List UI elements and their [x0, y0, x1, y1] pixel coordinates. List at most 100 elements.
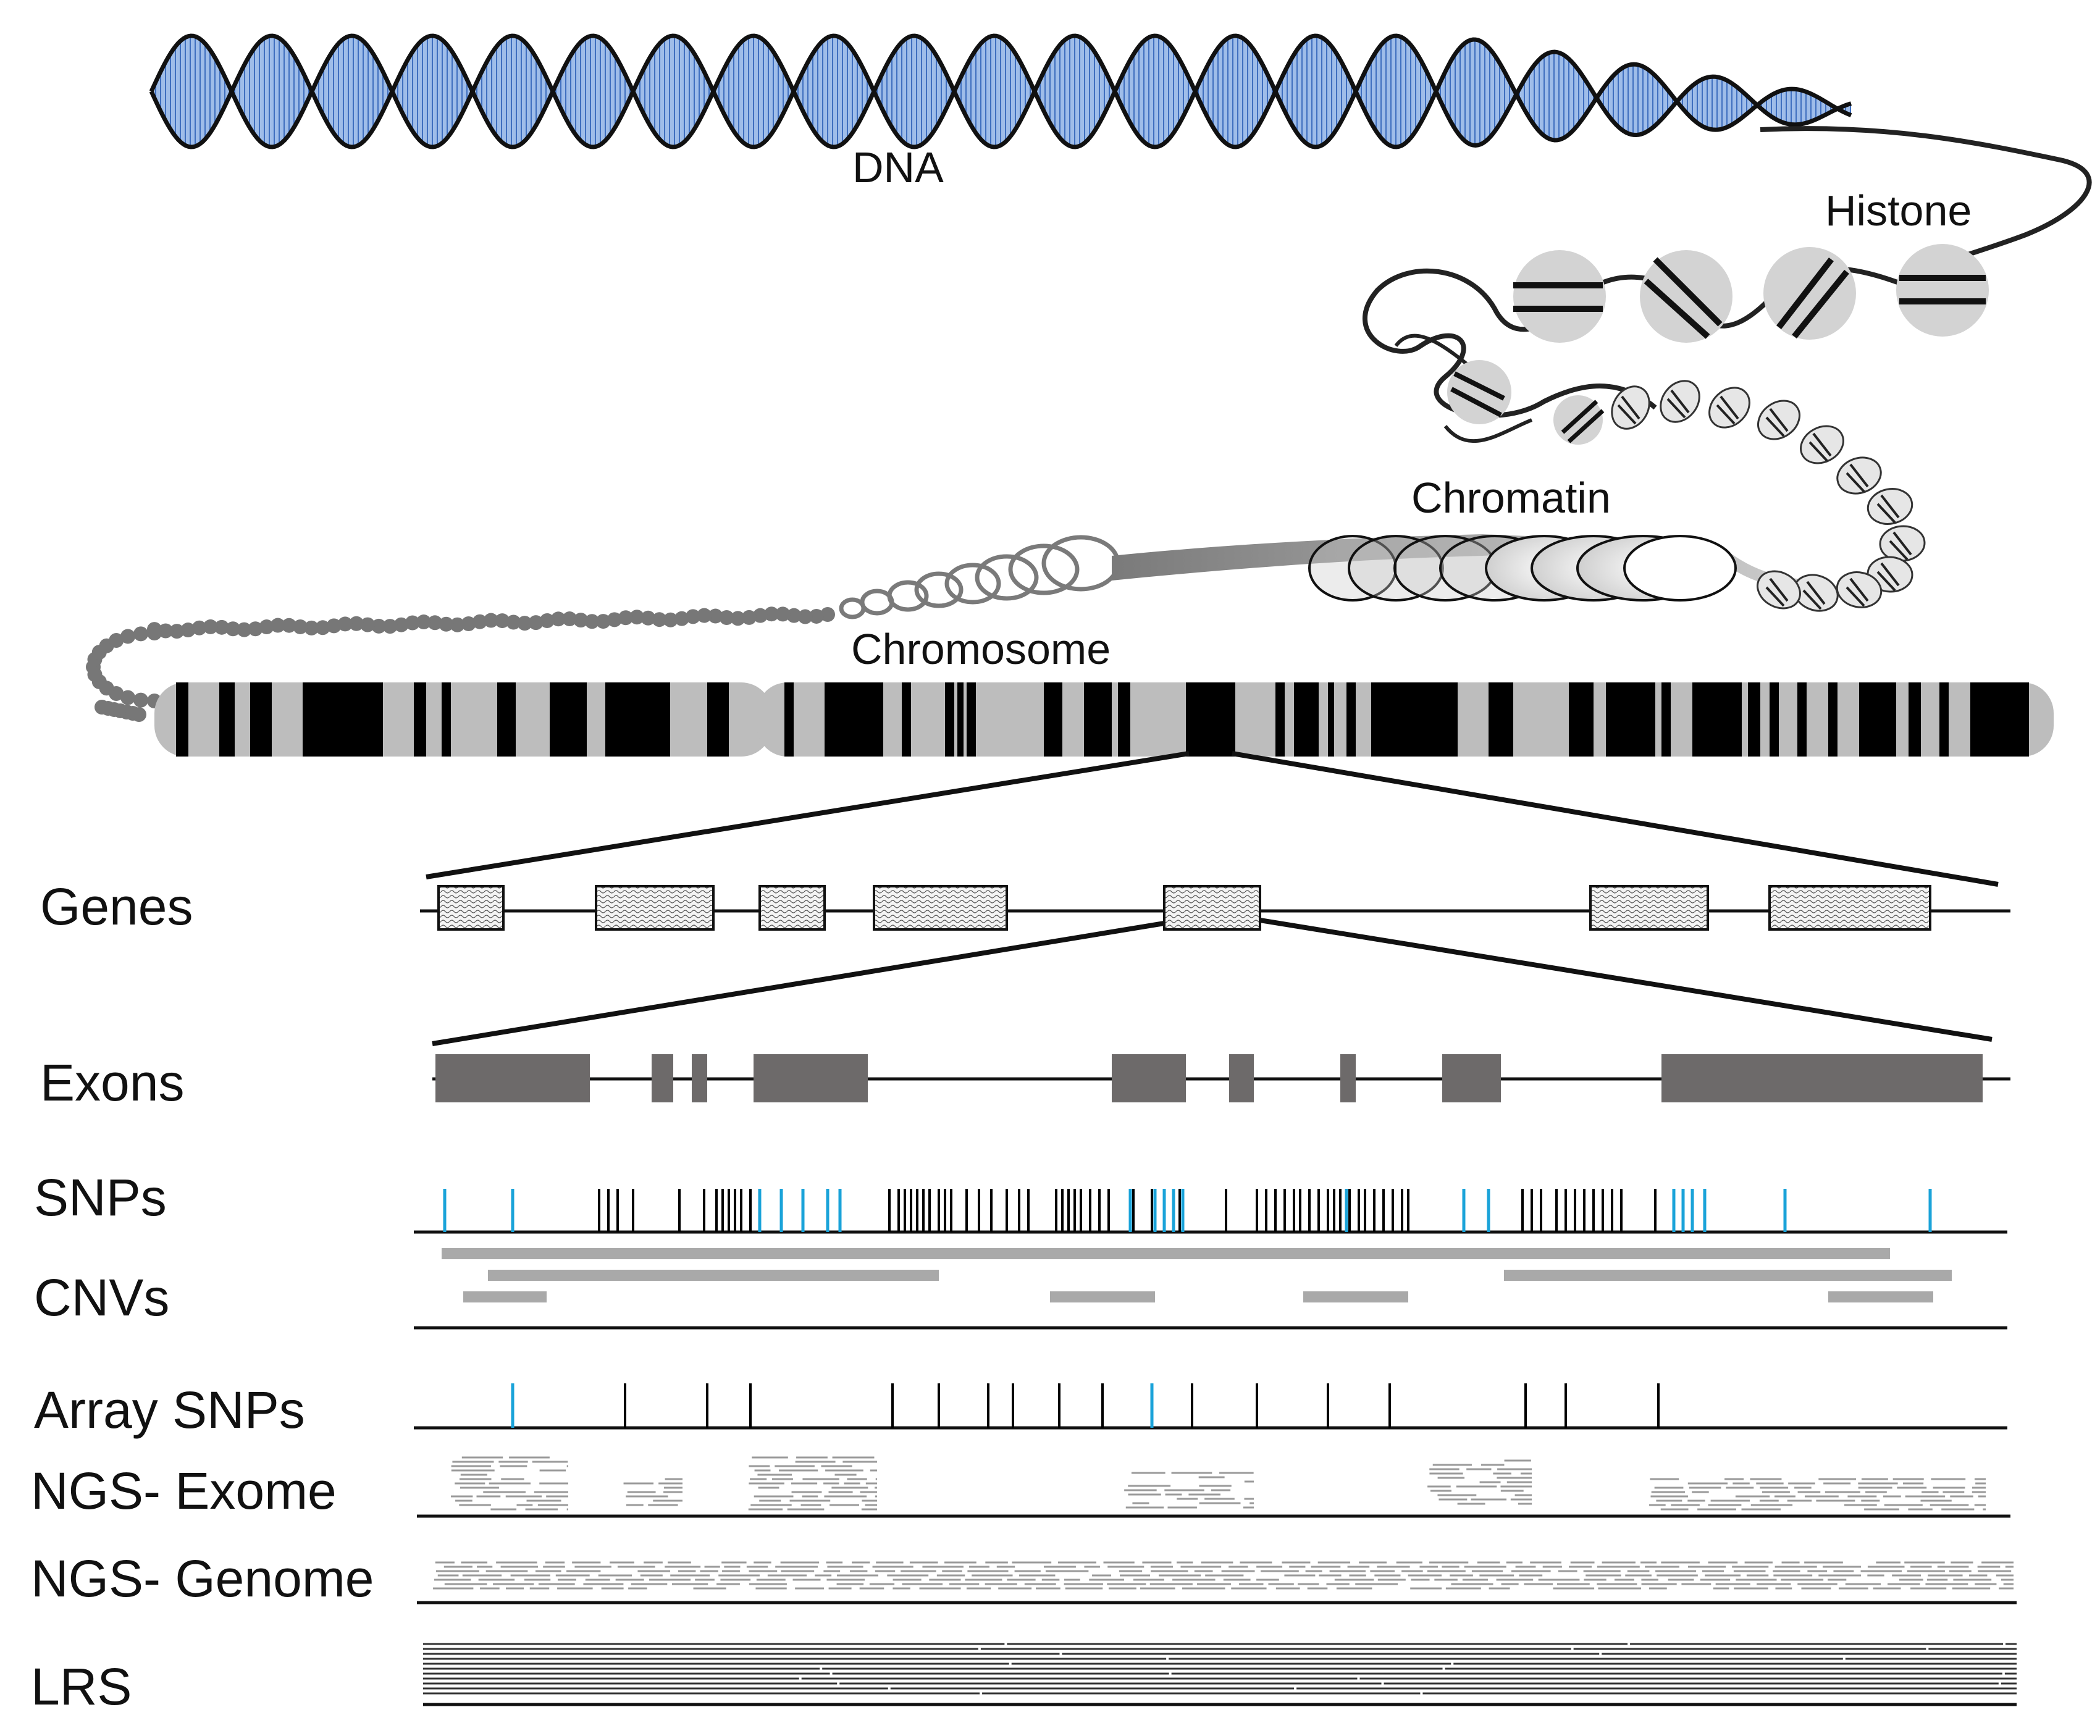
- chromosome-band: [1044, 682, 1062, 757]
- chromatin-coil-stripe: [1670, 389, 1690, 414]
- chromosome-band: [374, 682, 383, 757]
- gene-box: [437, 885, 505, 931]
- chromatin-bead: [741, 610, 757, 625]
- cnv-segment: [463, 1291, 547, 1302]
- cnv-segment: [1303, 1291, 1408, 1302]
- chromatin-bead: [158, 623, 174, 639]
- chromatin-coil-stripe: [1892, 531, 1912, 556]
- condense-loop: [944, 563, 1001, 605]
- chromatin-coil-stripe: [1769, 408, 1789, 432]
- cnv-segment: [442, 1248, 1890, 1259]
- chromatin-bead: [686, 609, 700, 624]
- cnvs-track: [414, 1248, 2007, 1330]
- gene-box: [758, 885, 826, 931]
- chromatin-loop: [1623, 535, 1737, 602]
- chromatin-bead: [237, 622, 252, 637]
- chromosome-band: [550, 682, 587, 757]
- chromosome-band: [1692, 682, 1742, 757]
- chromatin-bead: [180, 623, 196, 638]
- chromatin-coil-stripe: [1889, 540, 1909, 561]
- chromatin-coil-stripe: [1802, 589, 1822, 610]
- zoom-line-exon-left: [432, 921, 1165, 1046]
- cnvs-label: CNVs: [34, 1268, 169, 1327]
- chromatin-bead: [663, 612, 678, 627]
- ngs-exome-track: [417, 1456, 2010, 1518]
- condense-loop: [1041, 535, 1120, 592]
- genes-label: Genes: [40, 878, 193, 936]
- chromatin-coil-stripe: [1849, 463, 1869, 488]
- chromatin-bead: [214, 619, 229, 635]
- exon-block: [1442, 1054, 1501, 1102]
- zoom-line-left: [426, 751, 1190, 879]
- chromatin-bead: [382, 619, 398, 634]
- chromatin-coil-stripe: [1880, 562, 1900, 587]
- chromatin-bead: [618, 610, 633, 626]
- chromatin-bead: [133, 692, 148, 708]
- chromatin-bead: [293, 619, 308, 634]
- chromatin-bead: [584, 614, 600, 629]
- chromatin-bead: [270, 618, 285, 633]
- chromatin-bead: [719, 610, 734, 625]
- exon-block: [1340, 1054, 1356, 1102]
- gene-box: [873, 885, 1008, 931]
- chromosome-band: [1661, 682, 1671, 757]
- ngs-exome-label: NGS- Exome: [31, 1462, 337, 1520]
- chromosome-band: [902, 682, 911, 757]
- chromosome-label: Chromosome: [851, 625, 1111, 673]
- chromatin-bead: [120, 690, 136, 705]
- chromosome-band: [945, 682, 954, 757]
- chromatin-bead: [191, 620, 207, 635]
- chromosome-band: [1859, 682, 1896, 757]
- genes-track: [420, 885, 2010, 931]
- chromosome-band: [1770, 682, 1779, 757]
- lrs-track: [423, 1643, 2017, 1706]
- banded-chromosome-icon: [154, 682, 2054, 757]
- chromatin-bead: [595, 614, 611, 629]
- lrs-label: LRS: [31, 1658, 132, 1716]
- chromatin-bead: [405, 615, 420, 631]
- chromosome-band: [1371, 682, 1458, 757]
- exon-block: [1661, 1054, 1983, 1102]
- chromatin-bead: [132, 707, 146, 722]
- chromatin-bead: [203, 619, 218, 634]
- exon-block: [692, 1054, 707, 1102]
- chromosome-band: [497, 682, 516, 757]
- chromatin-coil-stripe: [1880, 494, 1900, 519]
- chromatin-coil-stripe: [1716, 404, 1736, 425]
- cnv-segment: [488, 1270, 939, 1281]
- chromatin-bead: [304, 620, 319, 635]
- cnv-segment: [1050, 1291, 1155, 1302]
- chromatin-bead: [248, 621, 263, 637]
- chromatin-bead: [282, 618, 296, 633]
- snps-label: SNPs: [34, 1168, 167, 1227]
- dna-label: DNA: [852, 143, 944, 191]
- chromatin-bead: [786, 608, 802, 623]
- chromosome-band: [1939, 682, 1949, 757]
- array-snps-track: [414, 1383, 2007, 1430]
- chromosome-band: [176, 682, 188, 757]
- chromatin-bead: [797, 609, 813, 624]
- chromatin-bead: [528, 615, 544, 631]
- chromatin-bead: [371, 618, 387, 634]
- chromosome-arm-p: [154, 682, 772, 757]
- chromatin-coil-stripe: [1812, 432, 1832, 457]
- array-snps-label: Array SNPs: [34, 1381, 305, 1439]
- chromosome-coil-icon: [86, 535, 1120, 722]
- zoom-line-right: [1232, 751, 1999, 887]
- chromatin-band: [1112, 534, 1828, 590]
- chromosome-band: [1294, 682, 1319, 757]
- gene-box: [1589, 885, 1709, 931]
- chromatin-coil-stripe: [1765, 416, 1785, 437]
- chromatin-bead: [120, 629, 136, 644]
- chromatin-bead: [697, 608, 712, 623]
- chromatin-bead: [495, 613, 510, 629]
- cnv-segment: [1828, 1291, 1933, 1302]
- chromatin-bead: [147, 626, 162, 640]
- chromosome-band: [1346, 682, 1356, 757]
- chromosome-band: [825, 682, 883, 757]
- chromosome-band: [967, 682, 976, 757]
- chromatin-coil-stripe: [1876, 503, 1896, 524]
- chromosome-band: [1084, 682, 1112, 757]
- chromosome-band: [250, 682, 272, 757]
